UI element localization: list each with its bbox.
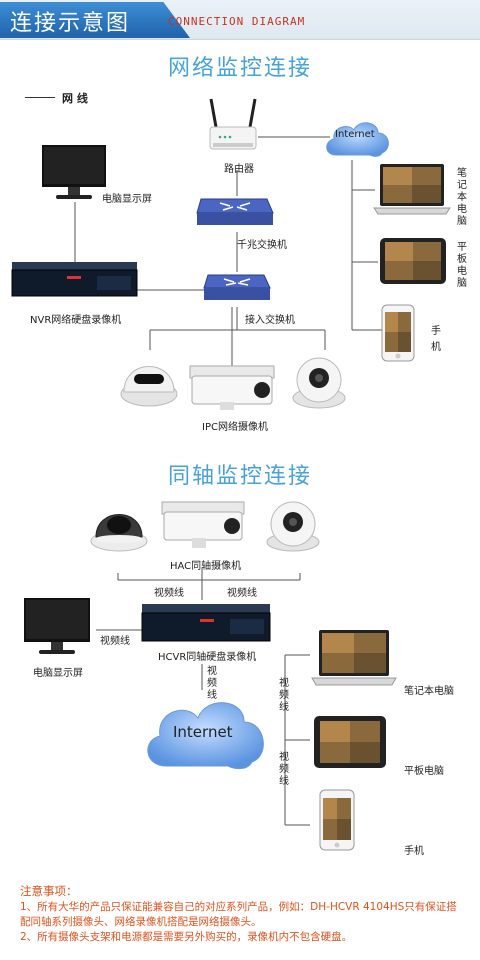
legend-line: [25, 97, 55, 98]
router-icon: [209, 98, 257, 150]
coax-phone-icon: [319, 789, 355, 851]
note-2: 2、所有摄像头支架和电源都是需要另外购买的，录像机内不包含硬盘。: [20, 931, 353, 943]
nvr-label: NVR网络硬盘录像机: [30, 315, 122, 326]
page-title: 连接示意图: [10, 11, 131, 36]
hcvr-label: HCVR同轴硬盘录像机: [158, 652, 257, 663]
coax-section-title: 同轴监控连接: [167, 464, 312, 489]
hcvr-icon: [141, 604, 271, 642]
video-cable-label-4: 视频线: [207, 666, 217, 701]
coax-monitor-icon: [24, 598, 90, 654]
video-cable-label-1: 视频线: [154, 588, 184, 599]
note-1: 1、所有大华的产品只保证能兼容自己的对应系列产品，例如：DH-HCVR 4104…: [20, 901, 457, 928]
legend-label: 网 线: [62, 92, 88, 105]
internet-cloud-icon: [326, 122, 389, 157]
coax-monitor-label: 电脑显示屏: [33, 668, 83, 679]
notes-title: 注意事项：: [20, 884, 78, 898]
tablet-label: 平板电脑: [457, 242, 467, 289]
turret-camera-icon: [292, 357, 346, 409]
monitor-icon: [42, 145, 106, 199]
page-subtitle: CONNECTION DIAGRAM: [168, 15, 306, 28]
coax-turret-camera-icon: [266, 501, 320, 552]
video-cable-label-5: 视频线: [279, 678, 289, 713]
laptop-icon: [373, 164, 451, 215]
dome-camera-icon: [120, 366, 178, 407]
coax-internet-label: Internet: [173, 723, 233, 741]
access-switch-icon: [203, 274, 271, 300]
coax-dome-camera-icon: [90, 514, 148, 552]
coax-tablet-icon: [314, 716, 386, 768]
coax-laptop-icon: [311, 630, 397, 686]
ipc-label: IPC网络摄像机: [202, 422, 268, 433]
tablet-icon: [380, 238, 446, 284]
phone-icon: [381, 304, 415, 362]
access-switch-label: 接入交换机: [245, 315, 295, 326]
coax-bullet-camera-icon: [161, 501, 245, 548]
video-cable-label-3: 视频线: [100, 636, 130, 647]
router-label: 路由器: [224, 164, 254, 175]
gigabit-switch-label: 千兆交换机: [237, 240, 287, 251]
bullet-camera-icon: [189, 365, 275, 410]
laptop-label: 笔记本电脑: [457, 168, 467, 227]
video-cable-label-2: 视频线: [227, 588, 257, 599]
coax-laptop-label: 笔记本电脑: [404, 686, 454, 697]
internet-label: Internet: [335, 129, 375, 140]
coax-internet-cloud-icon: [147, 702, 264, 770]
header-tab: [0, 2, 190, 38]
coax-phone-label: 手机: [404, 846, 424, 857]
gigabit-switch-icon: [196, 198, 274, 225]
network-section-title: 网络监控连接: [167, 56, 312, 81]
phone-label: 手机: [431, 326, 441, 353]
monitor-label: 电脑显示屏: [102, 194, 152, 205]
nvr-icon: [11, 262, 138, 297]
video-cable-label-6: 视频线: [279, 752, 289, 787]
hac-label: HAC同轴摄像机: [170, 561, 242, 572]
coax-tablet-label: 平板电脑: [404, 766, 444, 777]
